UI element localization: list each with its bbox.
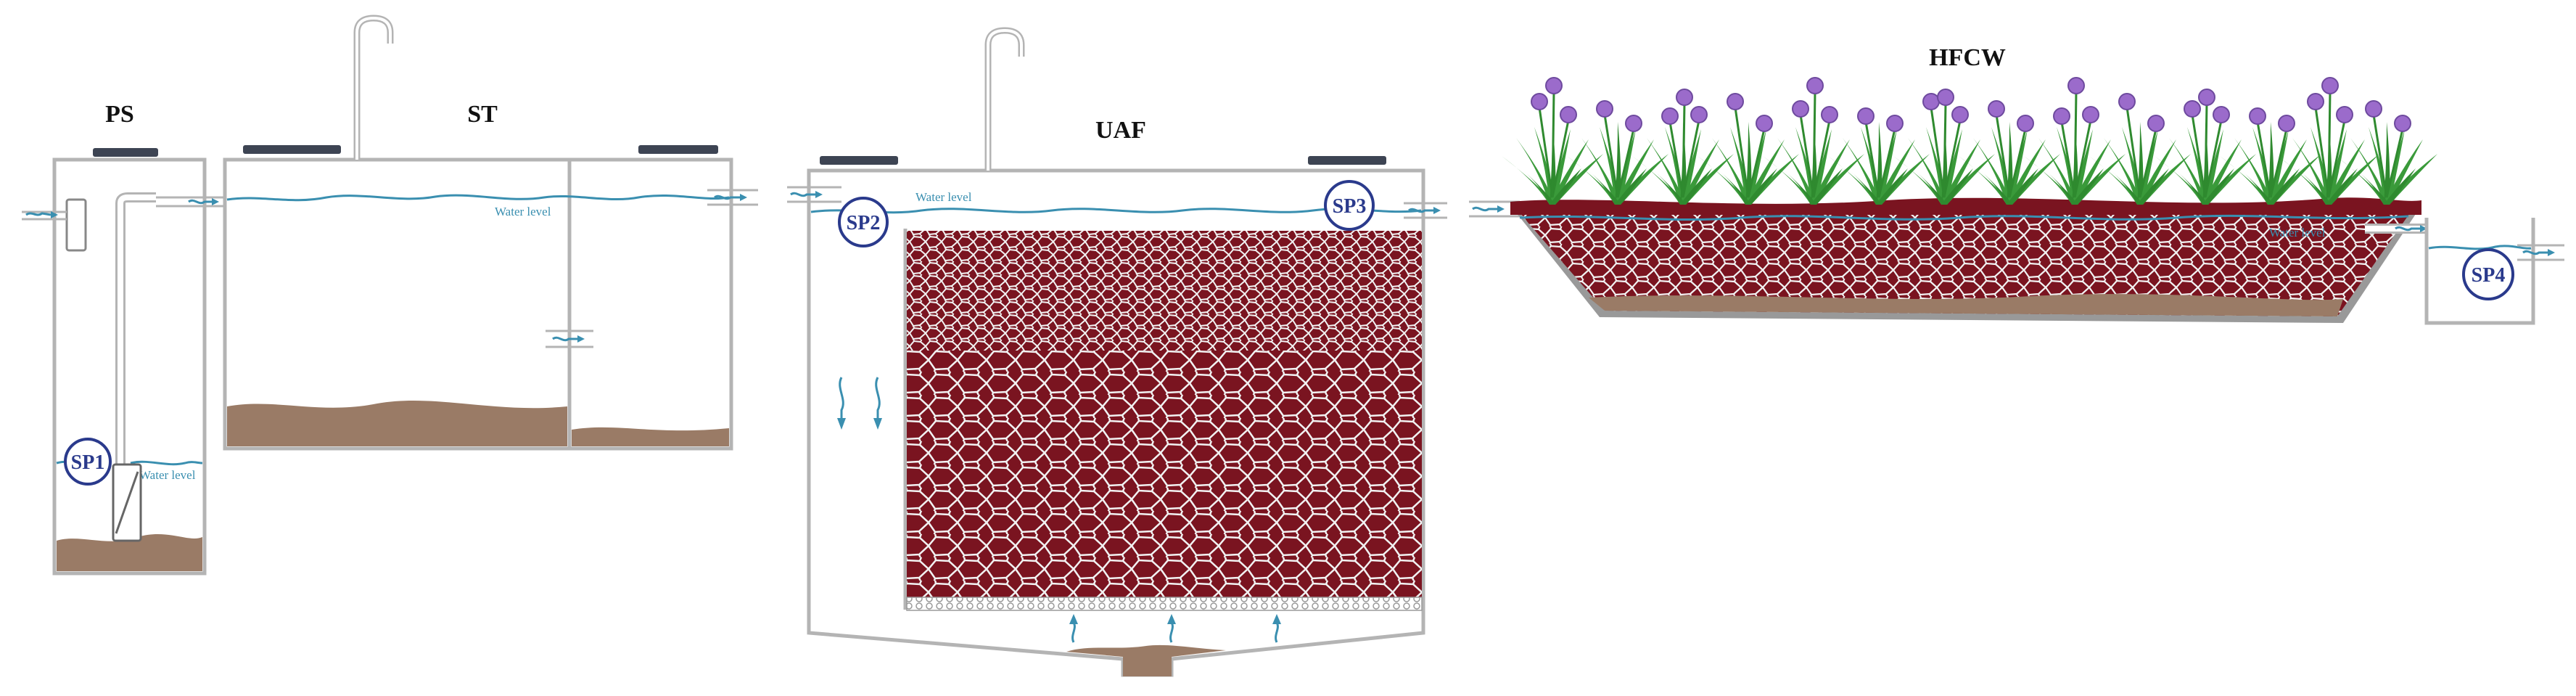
st-tank-wall [223,157,733,451]
hfcw-water-level-label: Water level [2269,226,2326,239]
plant-icon [1763,77,1864,205]
inflow-arrow-icon [1472,206,1497,212]
uaf-sludge-hopper [1123,657,1172,676]
st-water-level-label: Water level [495,205,551,218]
uaf-media-fine [907,231,1422,351]
plant-icon [2024,77,2126,205]
uaf-support-gravel [906,597,1423,611]
septic-tank: Water level [223,15,758,451]
pumping-station: Water level [22,148,207,576]
plant-icon [1632,89,1734,205]
down-flow-arrows [837,377,882,430]
flow-arrow-icon [2395,226,2420,232]
uaf-media-coarse [907,351,1422,597]
plant-icon [1698,93,1799,205]
flow-arrow-icon [839,377,844,419]
st-lid-left [243,145,341,154]
plant-icon [2155,89,2256,205]
plant-icon [2220,107,2321,205]
uaf-water-level-label: Water level [915,190,972,204]
sp3-label: SP3 [1333,195,1367,218]
sampling-point-sp2: SP2 [838,197,889,247]
flow-arrow-icon [1408,208,1433,213]
plant-icon-group [1502,77,2437,205]
plant-icon [2278,77,2379,205]
hfcw-water-surface [1519,214,2409,221]
plant-icon [2336,100,2437,205]
sp4-label: SP4 [2472,264,2506,287]
st-sludge-chamber1 [227,400,567,446]
uaf-title: UAF [1095,117,1146,144]
flow-arrow-icon [552,336,577,342]
ps-water-line-right [130,460,203,466]
flow-arrow-icon [188,199,212,205]
vent-pipe-icon [984,27,1025,171]
st-water-surface [226,194,730,202]
up-flow-arrows [1069,614,1281,643]
plant-icon [1567,100,1668,205]
ps-title: PS [105,101,134,128]
uaf-lid-right [1308,156,1386,165]
hfcw-title: HFCW [1929,44,2006,71]
plant-icon [1828,107,1930,205]
inflow-arrow-icon [790,192,815,197]
flow-arrow-icon [875,377,881,419]
uaf-lid-left [820,156,898,165]
hfcw-gravel-bed [1516,209,2413,316]
uaf-water-surface [810,208,1422,214]
st-sludge-chamber2 [572,427,729,446]
ps-sludge [57,534,202,571]
flow-arrow-icon [1275,622,1279,643]
vent-pipe-icon [353,15,394,160]
plant-icon [1959,100,2060,205]
inflow-arrow-icon [25,212,52,216]
sp2-label: SP2 [847,212,881,234]
flow-arrow-icon [1169,622,1174,643]
sampling-point-sp1: SP1 [64,438,112,486]
plant-icon [1502,77,1603,205]
plant-icon [2089,93,2191,205]
st-title: ST [467,101,498,128]
flow-arrow-icon [714,195,740,200]
hfcw-soil-top [1510,197,2421,215]
ps-water-level-label: Water level [139,468,196,482]
plant-icon [1893,89,1995,205]
ps-lid [93,148,158,157]
st-lid-right [638,145,718,154]
ps-inlet-baffle [65,198,87,252]
sampling-point-sp4: SP4 [2462,248,2514,300]
flow-arrow-icon [1071,622,1076,643]
flow-arrow-icon [2522,250,2548,255]
upflow-anaerobic-filter: Water level [787,27,1447,677]
sp1-label: SP1 [71,451,105,474]
constructed-wetland: Water level [1469,77,2564,325]
sampling-point-sp3: SP3 [1324,180,1375,231]
hfcw-sludge [1589,294,2343,316]
